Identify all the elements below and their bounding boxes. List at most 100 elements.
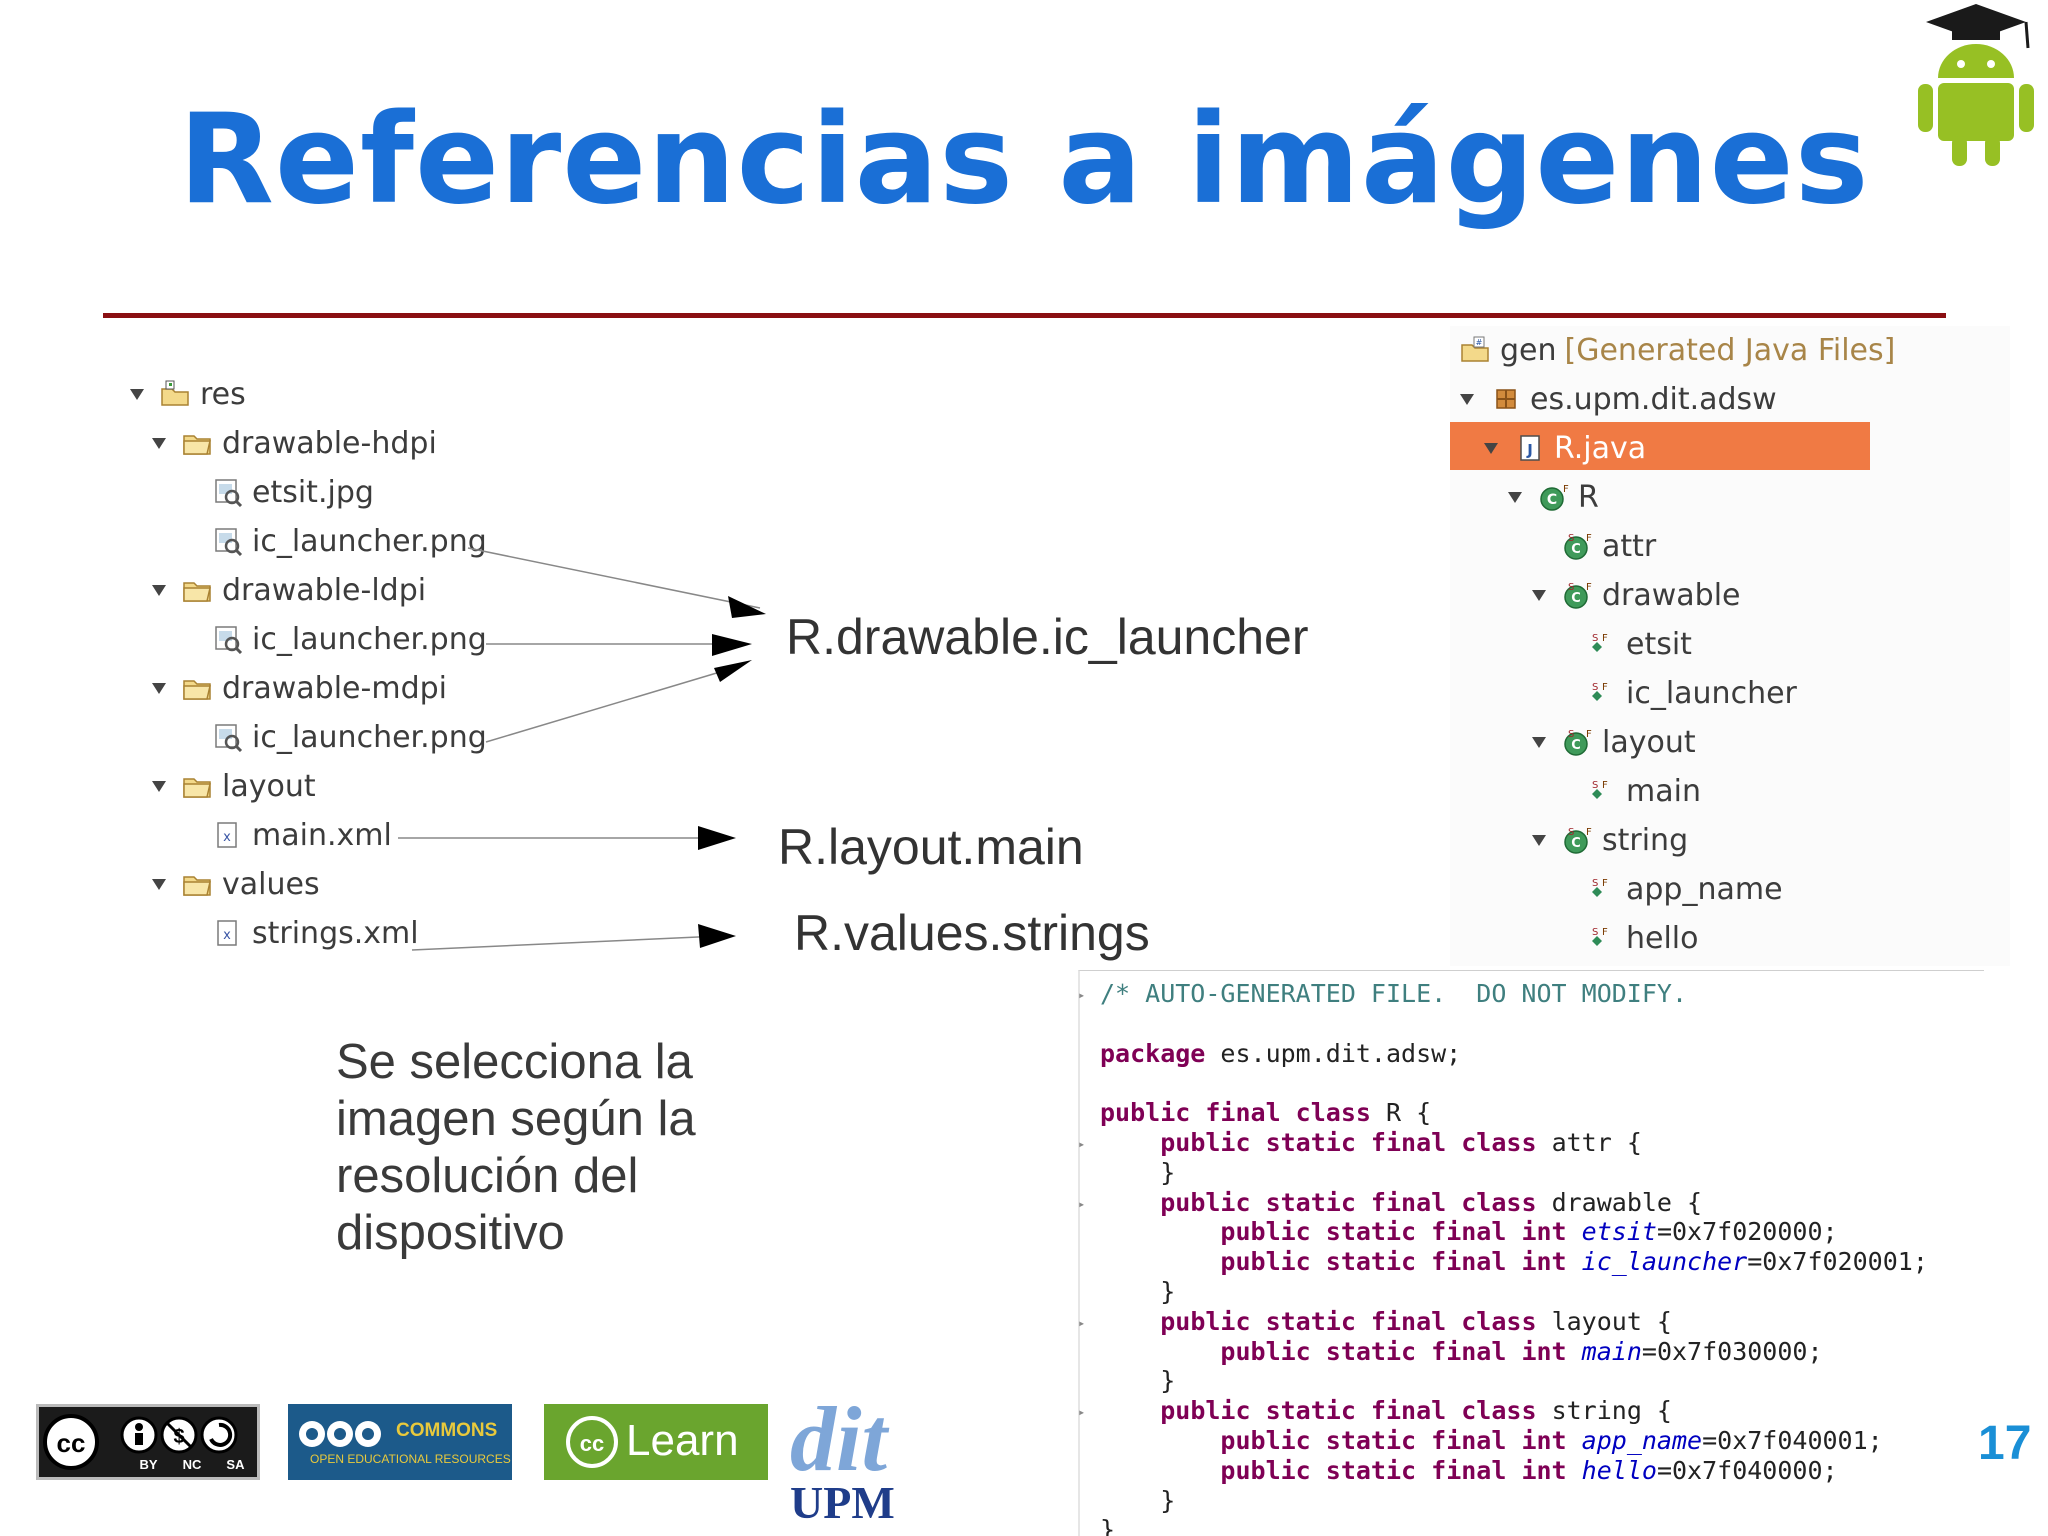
- tree-item-label: hello: [1626, 920, 1699, 956]
- tree-item-label: values: [222, 866, 320, 902]
- code-text: [1100, 1247, 1220, 1276]
- code-text: [1100, 1128, 1160, 1157]
- ref-layout-label: R.layout.main: [778, 819, 1084, 875]
- code-field: main: [1581, 1336, 1642, 1366]
- code-line: public static final class layout {: [1100, 1307, 1672, 1337]
- expand-toggle-icon[interactable]: [152, 875, 170, 893]
- code-text: string {: [1536, 1396, 1672, 1426]
- expand-toggle-icon[interactable]: [152, 581, 170, 599]
- code-line: }: [1100, 1158, 1175, 1188]
- tree-item-label: strings.xml: [252, 915, 419, 951]
- fold-marker-icon[interactable]: ▸: [1078, 1315, 1086, 1330]
- code-line: public final class R {: [1100, 1098, 1431, 1128]
- tree-item-label: layout: [1602, 724, 1696, 760]
- ocw-title: COMMONS: [396, 1420, 498, 1441]
- gen-folder-label: gen: [1500, 332, 1557, 368]
- expand-toggle-icon[interactable]: [1508, 488, 1526, 506]
- expand-toggle-icon[interactable]: [1532, 831, 1550, 849]
- tree-item[interactable]: drawable-mdpi: [152, 666, 447, 710]
- code-text: [1567, 1217, 1582, 1246]
- tree-item[interactable]: ic_launcher.png: [182, 617, 487, 661]
- svg-text:#: #: [1476, 338, 1483, 347]
- tree-item-label: R.java: [1554, 430, 1647, 466]
- spacer: [182, 630, 200, 648]
- fold-marker-icon[interactable]: ▸: [1078, 1137, 1086, 1151]
- tree-item[interactable]: drawable-ldpi: [152, 568, 426, 612]
- tree-item[interactable]: ic_launcher.png: [182, 715, 487, 759]
- code-text: drawable {: [1536, 1187, 1703, 1217]
- resource-tree: res drawable-hdpi etsit.jpg ic_launcher.png…: [130, 372, 550, 972]
- tree-item-label: etsit.jpg: [252, 474, 374, 510]
- svg-text:F: F: [1602, 633, 1608, 644]
- code-line: }: [1100, 1515, 1115, 1536]
- cc-badge-by: BY: [139, 1457, 158, 1472]
- expand-toggle-icon[interactable]: [1460, 390, 1478, 408]
- code-keyword: public final class: [1100, 1098, 1371, 1128]
- fold-marker-icon[interactable]: ▸: [1078, 1196, 1086, 1211]
- tree-item[interactable]: ic_launcher.png: [182, 519, 487, 563]
- tree-item[interactable]: es.upm.dit.adsw: [1460, 377, 1777, 421]
- tree-item[interactable]: etsit.jpg: [182, 470, 374, 514]
- ref-values-label: R.values.strings: [794, 905, 1150, 961]
- code-keyword: public static final int: [1220, 1247, 1567, 1277]
- gen-folder-row[interactable]: #gen[Generated Java Files]: [1458, 328, 1895, 372]
- tree-item[interactable]: layout: [152, 764, 316, 808]
- expand-toggle-icon[interactable]: [130, 385, 148, 403]
- ocw-circles-icon: [299, 1421, 381, 1447]
- code-text: [1567, 1337, 1582, 1366]
- spacer: [182, 826, 200, 844]
- expand-toggle-icon[interactable]: [1532, 586, 1550, 604]
- expand-toggle-icon[interactable]: [1484, 439, 1502, 457]
- ocw-subtitle: OPEN EDUCATIONAL RESOURCES: [310, 1452, 511, 1466]
- code-text: }: [1100, 1485, 1176, 1515]
- tree-item-label: string: [1602, 822, 1689, 858]
- fold-marker-icon[interactable]: ▸: [1078, 1405, 1086, 1420]
- expand-toggle-icon[interactable]: [152, 679, 170, 697]
- image-file-icon: [210, 623, 246, 655]
- code-text: }: [1100, 1366, 1176, 1396]
- expand-toggle-icon[interactable]: [1532, 733, 1550, 751]
- selection-highlight: [1450, 422, 1870, 470]
- code-text: =0x7f040001;: [1702, 1426, 1883, 1455]
- cc-by-nc-sa-icon: cc $: [43, 1414, 238, 1470]
- svg-text:S: S: [1592, 927, 1598, 938]
- spacer: [1556, 880, 1574, 898]
- tree-item[interactable]: values: [152, 862, 320, 906]
- svg-text:x: x: [223, 928, 231, 943]
- code-keyword: public static final class: [1160, 1128, 1537, 1157]
- expand-toggle-icon[interactable]: [152, 777, 170, 795]
- svg-text:C: C: [1547, 492, 1557, 508]
- tree-item[interactable]: drawable-hdpi: [152, 421, 437, 465]
- tree-item[interactable]: res: [130, 372, 246, 416]
- xml-file-icon: x: [210, 819, 246, 851]
- tree-item-label: app_name: [1626, 871, 1783, 907]
- svg-text:F: F: [1586, 729, 1592, 740]
- svg-text:J: J: [1526, 441, 1533, 459]
- code-line: }: [1100, 1277, 1175, 1307]
- cc-learn-icon: cc: [566, 1416, 618, 1468]
- expand-toggle-icon[interactable]: [152, 434, 170, 452]
- svg-text:cc: cc: [57, 1428, 86, 1458]
- fold-marker-icon[interactable]: ▸: [1078, 988, 1086, 1002]
- code-text: }: [1100, 1515, 1116, 1536]
- code-keyword: public static final class: [1160, 1396, 1537, 1426]
- tree-item[interactable]: x strings.xml: [182, 911, 419, 955]
- svg-text:F: F: [1602, 780, 1608, 791]
- code-text: [1567, 1456, 1582, 1485]
- tree-item-selected[interactable]: J R.java: [1484, 426, 1646, 470]
